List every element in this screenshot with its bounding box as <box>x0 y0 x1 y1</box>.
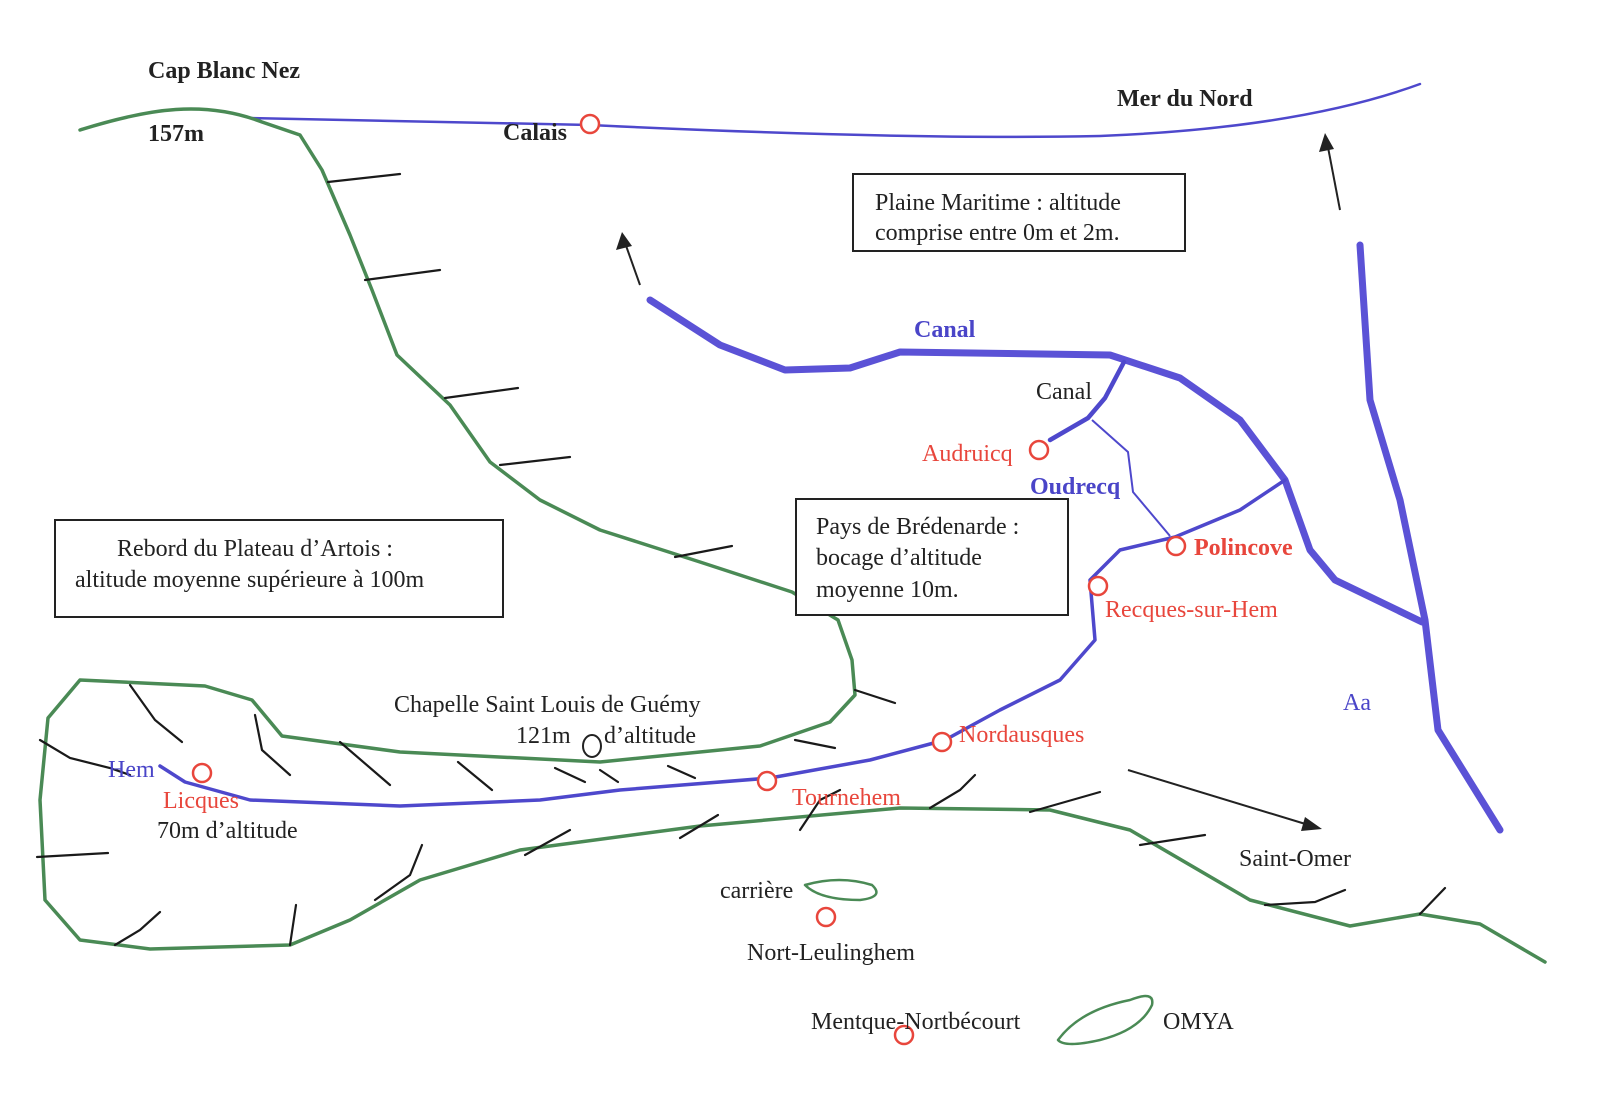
town-marker-calais <box>579 113 601 135</box>
box-artois-line2: altitude moyenne supérieure à 100m <box>75 567 425 593</box>
arrows <box>616 133 1341 831</box>
box-bredenarde-line2: bocage d’altitude <box>816 545 982 571</box>
label-aa: Aa <box>1343 690 1371 716</box>
label-mer-du-nord: Mer du Nord <box>1117 86 1253 112</box>
label-hem: Hem <box>108 757 155 783</box>
omya-outline <box>1056 994 1154 1046</box>
town-marker-recques <box>1087 575 1109 597</box>
town-marker-tournehem <box>756 770 778 792</box>
town-marker-mentque <box>893 1024 915 1046</box>
label-tournehem: Tournehem <box>792 785 901 811</box>
label-canal-main: Canal <box>914 317 976 343</box>
label-polincove: Polincove <box>1194 535 1293 561</box>
label-chapelle: Chapelle Saint Louis de Guémy <box>394 692 701 718</box>
box-plaine <box>852 173 1186 252</box>
label-audruicq: Audruicq <box>922 441 1013 467</box>
town-marker-polincove <box>1165 535 1187 557</box>
label-nort-leulinghem: Nort-Leulinghem <box>747 940 915 966</box>
label-cap-blanc-nez: Cap Blanc Nez <box>148 58 300 84</box>
coastline <box>248 82 1422 139</box>
label-oudrecq: Oudrecq <box>1030 474 1121 500</box>
plateau-edge <box>38 107 1547 964</box>
box-bredenarde-line1: Pays de Brédenarde : <box>816 514 1019 540</box>
label-saint-omer: Saint-Omer <box>1239 846 1351 872</box>
label-chapelle-alt-suffix: d’altitude <box>604 723 696 749</box>
label-licques: Licques <box>163 788 239 814</box>
town-marker-licques <box>191 762 213 784</box>
canal-branch <box>1047 359 1127 443</box>
label-cap-altitude: 157m <box>148 121 204 147</box>
label-chapelle-alt: 121m <box>516 723 571 749</box>
label-calais: Calais <box>503 120 567 146</box>
label-canal-branch: Canal <box>1036 379 1092 405</box>
town-marker-nort-leulinghem <box>815 906 837 928</box>
box-artois <box>54 519 504 618</box>
town-marker-nordausques <box>931 731 953 753</box>
slope-hachures <box>35 172 1447 947</box>
chapelle-marker <box>582 734 602 758</box>
label-recques: Recques-sur-Hem <box>1105 597 1278 623</box>
canal-main <box>646 296 1426 626</box>
oudrecq-river <box>1091 419 1171 537</box>
carriere-outline <box>803 878 878 902</box>
label-nordausques: Nordausques <box>959 722 1084 748</box>
label-omya: OMYA <box>1163 1009 1234 1035</box>
label-carriere: carrière <box>720 878 793 904</box>
label-mentque: Mentque-Nortbécourt <box>811 1009 1021 1035</box>
box-plaine-line2: comprise entre 0m et 2m. <box>875 220 1120 246</box>
label-licques-alt: 70m d’altitude <box>157 818 298 844</box>
aa-river <box>1356 241 1504 834</box>
town-marker-audruicq <box>1028 439 1050 461</box>
box-bredenarde-line3: moyenne 10m. <box>816 577 959 603</box>
box-plaine-line1: Plaine Maritime : altitude <box>875 190 1121 216</box>
box-bredenarde <box>795 498 1069 616</box>
box-artois-line1: Rebord du Plateau d’Artois : <box>117 536 393 562</box>
